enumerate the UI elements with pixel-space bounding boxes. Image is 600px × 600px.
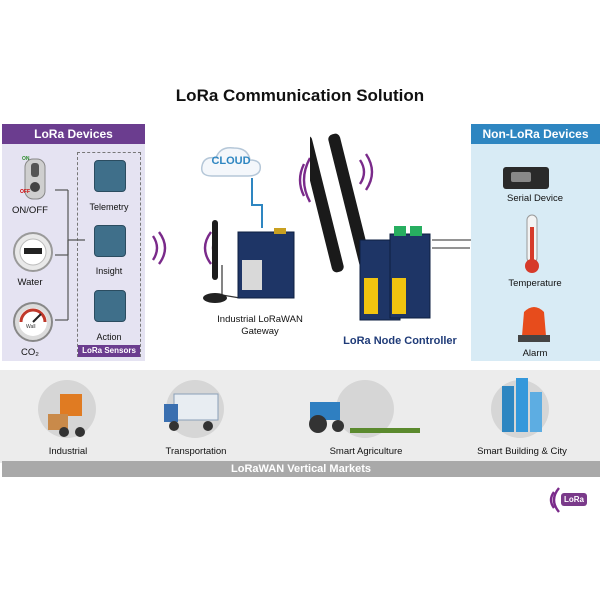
alarm-beacon-icon <box>518 307 550 342</box>
thermometer-icon <box>525 214 539 273</box>
lora-node-controller-icon <box>310 133 431 321</box>
market-label-agriculture: Smart Agriculture <box>329 446 403 457</box>
lora-devices-header: LoRa Devices <box>2 124 145 144</box>
lora-badge: LoRa <box>561 493 587 506</box>
cloud-icon <box>200 146 262 177</box>
device-label-temperature: Temperature <box>508 278 562 289</box>
switch-on-label: ON <box>22 156 30 162</box>
device-label-serial: Serial Device <box>507 193 563 204</box>
cloud-label: CLOUD <box>211 155 251 167</box>
switch-icon <box>24 158 46 200</box>
buildings-graphic <box>502 378 542 432</box>
gateway-label-line1: Industrial LoRaWAN <box>217 314 303 325</box>
telemetry-chip-icon <box>94 160 126 192</box>
truck-graphic <box>164 393 219 431</box>
tractor-graphic <box>309 402 420 433</box>
device-label-co2: CO₂ <box>21 347 39 358</box>
gauge-text: Wall <box>26 324 36 330</box>
sensor-label-insight: Insight <box>95 266 123 276</box>
co2-gauge-icon <box>13 302 53 342</box>
gateway-label-line2: Gateway <box>241 326 279 337</box>
non-lora-devices-header: Non-LoRa Devices <box>471 124 600 144</box>
controller-label: LoRa Node Controller <box>343 335 457 347</box>
sensor-label-telemetry: Telemetry <box>89 202 129 212</box>
gateway-device-icon <box>203 220 295 303</box>
lora-sensors-label: LoRa Sensors <box>78 345 140 357</box>
forklift-graphic <box>48 394 85 437</box>
page-title: LoRa Communication Solution <box>175 86 425 105</box>
vertical-markets-bar: LoRaWAN Vertical Markets <box>2 461 600 477</box>
switch-off-label: OFF <box>20 189 30 195</box>
market-label-transportation: Transportation <box>165 446 227 457</box>
insight-chip-icon <box>94 225 126 257</box>
device-label-alarm: Alarm <box>522 348 548 359</box>
signal-waves-icon <box>298 153 374 203</box>
market-label-industrial: Industrial <box>48 446 88 457</box>
device-label-water: Water <box>17 277 43 288</box>
action-chip-icon <box>94 290 126 322</box>
signal-waves-icon <box>549 487 560 513</box>
market-label-building-city: Smart Building & City <box>477 446 567 457</box>
serial-device-icon <box>503 167 549 189</box>
water-meter-icon <box>13 232 53 272</box>
sensor-label-action: Action <box>96 332 122 342</box>
device-label-onoff: ON/OFF <box>12 205 48 216</box>
